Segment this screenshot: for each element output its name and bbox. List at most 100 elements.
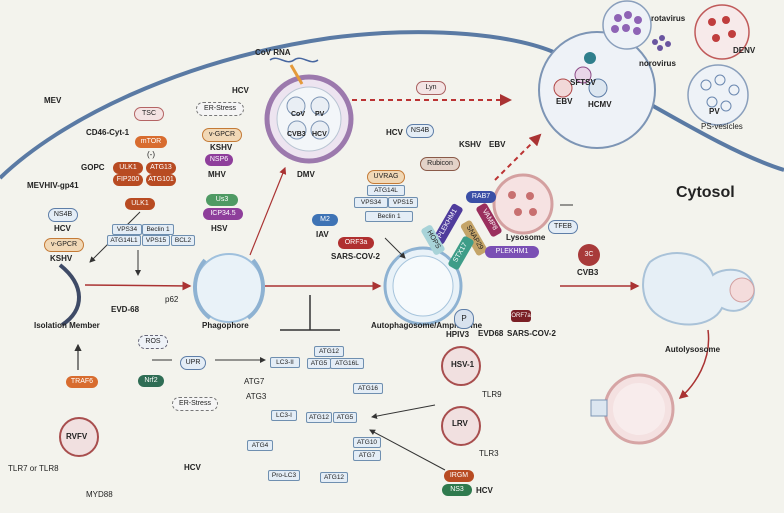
hsv-label: HSV <box>211 224 228 233</box>
atg7-label: ATG7 <box>244 377 265 386</box>
lc3ii-box: LC3-II <box>270 357 300 368</box>
ulk1-node-b: ULK1 <box>125 198 155 210</box>
atg4-box: ATG4 <box>247 440 273 451</box>
isolation-member-label: Isolation Member <box>34 321 100 330</box>
ps-vesicles-label: PS-vesicles <box>701 122 743 131</box>
tsc-node: TSC <box>134 107 164 121</box>
cvb3-label: CVB3 <box>577 268 599 277</box>
hcv-label-top: HCV <box>232 86 249 95</box>
hcv-label-bottom: HCV <box>184 463 201 472</box>
evd68-label-center: EVD68 <box>478 329 504 338</box>
atg16-box: ATG16 <box>353 383 383 394</box>
atg12-box-a: ATG12 <box>314 346 344 357</box>
cov-rna-label: CoV RNA <box>255 48 291 57</box>
kshv-label-left: KSHV <box>50 254 73 263</box>
hcv-label-left: HCV <box>54 224 71 233</box>
orf7a-node: ORF7a <box>511 310 531 322</box>
vgpcr-node-left: v-GPCR <box>44 238 84 252</box>
bcl2-box: BCL2 <box>171 235 195 246</box>
phagophore-label: Phagophore <box>202 321 249 330</box>
tlr3-label: TLR3 <box>479 449 499 458</box>
hpiv3-label: HPIV3 <box>446 330 470 339</box>
us3-node: Us3 <box>206 194 238 206</box>
rab7-node: RAB7 <box>466 191 496 203</box>
er-stress-node-b: ER-Stress <box>172 397 218 411</box>
autolysosome <box>642 252 755 326</box>
ns4b-node-center: NS4B <box>406 124 434 138</box>
atg7-box: ATG7 <box>353 450 381 461</box>
norovirus-label: norovirus <box>639 59 676 68</box>
myd88-label: MYD88 <box>86 490 113 499</box>
autolysosome-label: Autolysosome <box>665 345 721 354</box>
icp345-node: ICP34.5 <box>203 208 243 220</box>
iav-label: IAV <box>316 230 329 239</box>
ulk1-node: ULK1 <box>113 162 143 174</box>
upr-node: UPR <box>180 356 206 370</box>
sars-label-bottom: SARS-COV-2 <box>507 329 556 338</box>
mev-hiv-label: MEVHIV-gp41 <box>27 181 79 190</box>
cell-membrane <box>0 30 561 180</box>
rvfv-label: RVFV <box>66 432 88 441</box>
ns3-node: NS3 <box>442 484 472 496</box>
atg12-box-c: ATG12 <box>320 472 348 483</box>
lrv-label: LRV <box>452 419 468 428</box>
pv-label: PV <box>709 107 720 116</box>
dmv-pv-label: PV <box>315 111 325 118</box>
ns4b-node-left: NS4B <box>48 208 78 222</box>
atg12-box-b: ATG12 <box>306 412 332 423</box>
mhv-label: MHV <box>208 170 226 179</box>
vps15-box-left: VPS15 <box>142 235 170 246</box>
fip200-node: FIP200 <box>113 174 143 186</box>
nrf2-node: Nrf2 <box>138 375 164 387</box>
sftsv-label: SFTSV <box>570 78 596 87</box>
sars-label-center: SARS-COV-2 <box>331 252 380 261</box>
ebv-label-center: EBV <box>489 140 506 149</box>
atg10-box: ATG10 <box>353 437 381 448</box>
atg13-node: ATG13 <box>146 162 176 174</box>
lysosome-label: Lysosome <box>506 233 546 242</box>
vps15-box: VPS15 <box>388 197 418 208</box>
rotavirus-label: rotavirus <box>651 14 686 23</box>
kshv-label-center: KSHV <box>459 140 482 149</box>
cd46-label: CD46-Cyt-1 <box>86 128 130 137</box>
minus-sign: (-) <box>147 150 155 159</box>
c3-node: 3C <box>578 244 600 266</box>
isolation-membrane <box>58 263 81 327</box>
gopc-label: GOPC <box>81 163 105 172</box>
vps34-box: VPS34 <box>354 197 388 208</box>
hsv1-label: HSV-1 <box>451 360 475 369</box>
orf3a-node: ORF3a <box>338 237 374 249</box>
tfeb-node: TFEB <box>548 220 578 234</box>
tlr9-label: TLR9 <box>482 390 502 399</box>
pro-lc3-box: Pro-LC3 <box>268 470 300 481</box>
beclin-box-left: Beclin 1 <box>142 224 174 235</box>
ros-node: ROS <box>138 335 168 349</box>
nsp6-node: NSP6 <box>205 154 233 166</box>
ebv-label: EBV <box>556 97 573 106</box>
cytosol-label: Cytosol <box>676 184 735 201</box>
atg14l-box: ATG14L <box>367 185 405 196</box>
dmv-cov-label: CoV <box>291 111 305 118</box>
atg3-label: ATG3 <box>246 392 267 401</box>
atg14l1-box: ATG14L1 <box>107 235 141 246</box>
atg101-node: ATG101 <box>146 174 176 186</box>
tlr78-label: TLR7 or TLR8 <box>8 464 59 473</box>
vgpcr-node: v-GPCR <box>202 128 242 142</box>
irgm-node: IRGM <box>444 470 474 482</box>
beclin-box: Beclin 1 <box>365 211 413 222</box>
kshv-label: KSHV <box>210 143 233 152</box>
dmv-hcv-label: HCV <box>312 131 327 138</box>
p-node: P <box>454 309 474 329</box>
evd68-label-left: EVD-68 <box>111 305 140 314</box>
plekhm1-node: PLEKHM1 <box>485 246 539 258</box>
mev-label: MEV <box>44 96 62 105</box>
atg5-box-a: ATG5 <box>307 358 331 369</box>
mtor-node: mTOR <box>135 136 167 148</box>
autophagosome-label: Autophagosome/Amphisome <box>371 321 483 330</box>
m2-node: M2 <box>312 214 338 226</box>
uvrag-node: UVRAG <box>367 170 405 184</box>
rubicon-node: Rubicon <box>420 157 460 171</box>
dmv-cvb3-label: CVB3 <box>287 131 306 138</box>
traf6-node: TRAF6 <box>66 376 98 388</box>
